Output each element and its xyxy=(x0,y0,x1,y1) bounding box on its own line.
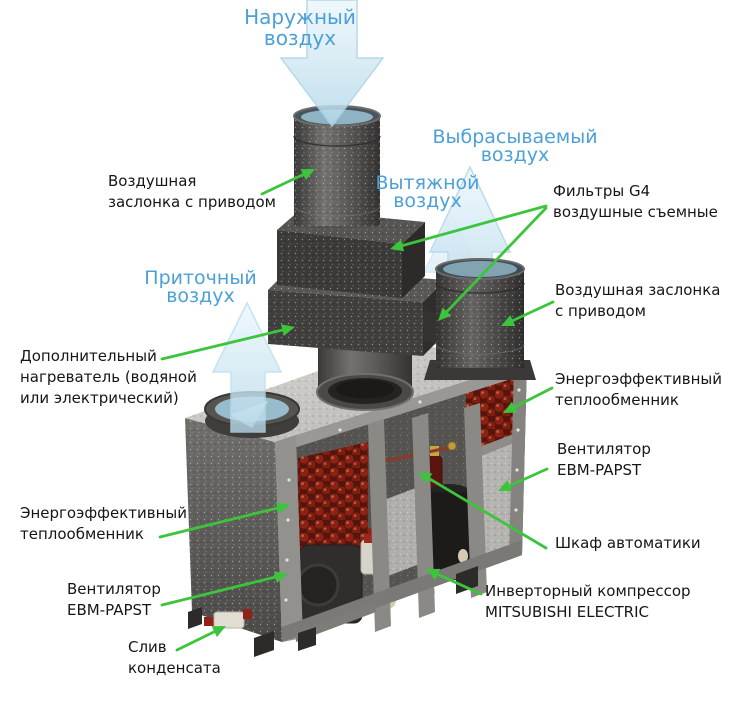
intake-cylinder xyxy=(293,105,381,226)
middle-duct-collar xyxy=(316,348,414,411)
arrow-compressor xyxy=(426,568,483,596)
arrow-drain xyxy=(175,626,226,652)
arrow-fan-right xyxy=(498,467,549,492)
exhaust-cylinder xyxy=(424,258,536,380)
arrow-filters-1 xyxy=(390,204,548,252)
arrow-hx-right xyxy=(503,386,554,413)
fan-left-housing xyxy=(296,544,363,624)
cabinet-body xyxy=(185,342,527,657)
arrow-fan-left xyxy=(160,571,288,607)
arrow-filters-2 xyxy=(438,206,548,321)
arrow-heater xyxy=(160,324,295,361)
arrow-damper-left xyxy=(260,169,315,196)
annotation-arrows xyxy=(158,169,555,652)
outdoor-air-arrow xyxy=(279,0,385,128)
arrow-hx-left xyxy=(158,502,290,539)
filter-box xyxy=(277,210,425,298)
supply-air-arrow xyxy=(211,301,283,433)
arrow-damper-right xyxy=(501,300,555,326)
arrow-cabinet xyxy=(418,472,548,550)
condensate-drain-fitting xyxy=(204,609,252,629)
